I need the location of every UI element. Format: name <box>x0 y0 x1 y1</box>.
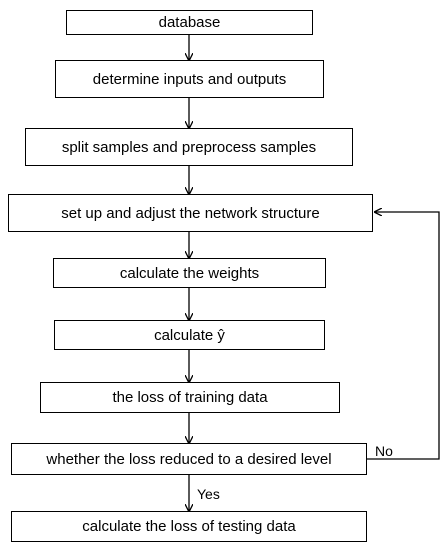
step-decision-loss-level-label: whether the loss reduced to a desired le… <box>46 450 332 468</box>
step-split-preprocess: split samples and preprocess samples <box>25 128 353 166</box>
step-database: database <box>66 10 313 35</box>
step-split-preprocess-label: split samples and preprocess samples <box>61 138 317 156</box>
step-determine-inputs-outputs: determine inputs and outputs <box>55 60 324 98</box>
step-testing-loss: calculate the loss of testing data <box>11 511 367 542</box>
edge-label-no: No <box>375 443 393 459</box>
step-training-loss: the loss of training data <box>40 382 340 413</box>
step-calculate-yhat: calculate ŷ <box>54 320 325 350</box>
step-calculate-weights-label: calculate the weights <box>119 264 260 282</box>
step-network-structure: set up and adjust the network structure <box>8 194 373 232</box>
step-network-structure-label: set up and adjust the network structure <box>61 204 320 222</box>
step-training-loss-label: the loss of training data <box>112 389 268 406</box>
step-database-label: database <box>158 14 221 31</box>
step-calculate-yhat-label: calculate ŷ <box>154 326 225 344</box>
step-testing-loss-label: calculate the loss of testing data <box>82 518 296 535</box>
step-calculate-weights: calculate the weights <box>53 258 326 288</box>
step-decision-loss-level: whether the loss reduced to a desired le… <box>11 443 367 475</box>
arrow-no-loop-back <box>367 212 440 460</box>
step-determine-inputs-outputs-label: determine inputs and outputs <box>92 70 287 88</box>
edge-label-yes: Yes <box>197 486 220 502</box>
